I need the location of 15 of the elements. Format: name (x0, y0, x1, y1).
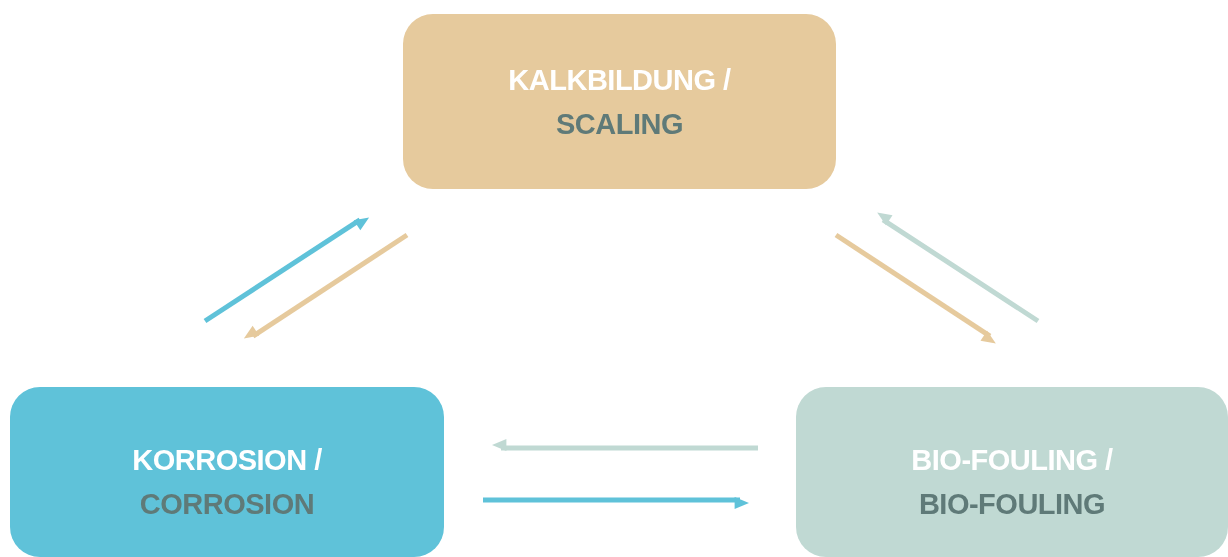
arrow (483, 497, 749, 509)
box-label: BIO-FOULING / (911, 443, 1113, 478)
rounded-box (10, 387, 444, 557)
rounded-box (796, 387, 1228, 557)
box-label: BIO-FOULING (918, 487, 1106, 522)
arrow (203, 217, 370, 324)
arrow (243, 232, 409, 339)
arrow (492, 439, 758, 451)
box-label: KORROSION / (132, 443, 322, 478)
arrow (877, 212, 1040, 324)
box-label: CORROSION (139, 487, 315, 522)
box-label: KALKBILDUNG / (508, 62, 731, 98)
rounded-box (403, 14, 836, 189)
arrow (834, 232, 996, 344)
box-label: SCALING (556, 106, 683, 142)
